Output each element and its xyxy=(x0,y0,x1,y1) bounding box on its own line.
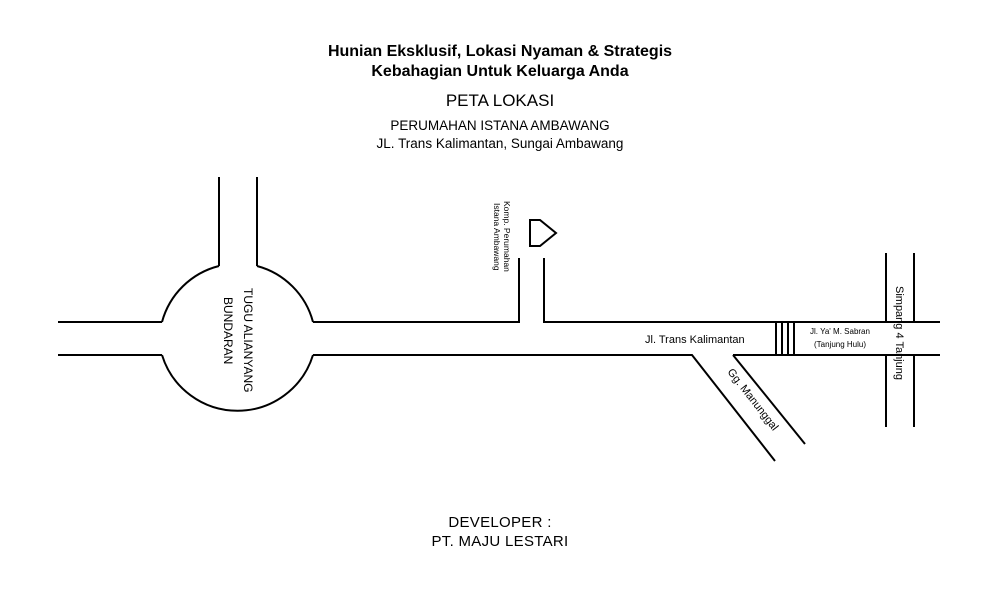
main-road-label: Jl. Trans Kalimantan xyxy=(645,334,745,346)
tagline-line-2: Kebahagian Untuk Keluarga Anda xyxy=(371,63,629,80)
bridge-label-2: (Tanjung Hulu) xyxy=(814,340,866,349)
tagline-line-1: Hunian Eksklusif, Lokasi Nyaman & Strate… xyxy=(327,43,673,60)
roundabout-arc-bottom xyxy=(161,354,314,412)
project-name: PERUMAHAN ISTANA AMBAWANG xyxy=(390,118,610,133)
roundabout-label-2: TUGU ALIANYANG xyxy=(241,288,255,392)
bridge-symbol xyxy=(775,322,795,355)
side-road-right-edge xyxy=(732,354,806,445)
roundabout-arc-top-left xyxy=(161,265,220,323)
junction-label: Simpang 4 Tanjung xyxy=(893,286,905,380)
side-road-label: Gg. Manunggal xyxy=(725,366,781,433)
map-title: PETA LOKASI xyxy=(445,91,555,110)
road-lines xyxy=(58,177,940,462)
bridge-label-1: Jl. Ya' M. Sabran xyxy=(810,327,870,336)
complex-label-1: Komp. Perumahan xyxy=(502,201,512,272)
house-marker-icon xyxy=(529,219,558,247)
project-address: JL. Trans Kalimantan, Sungai Ambawang xyxy=(376,136,624,151)
complex-label-2: Istana Ambawang xyxy=(492,203,502,271)
developer-name: PT. MAJU LESTARI xyxy=(431,533,569,550)
main-road-bottom-edge-west xyxy=(313,354,776,462)
roundabout-label-1: BUNDARAN xyxy=(221,297,235,364)
main-road-top-edge-west xyxy=(313,258,520,323)
main-road-top-edge-east xyxy=(543,258,940,323)
developer-label: DEVELOPER : xyxy=(448,514,552,531)
roundabout-arc-top-right xyxy=(256,265,314,323)
